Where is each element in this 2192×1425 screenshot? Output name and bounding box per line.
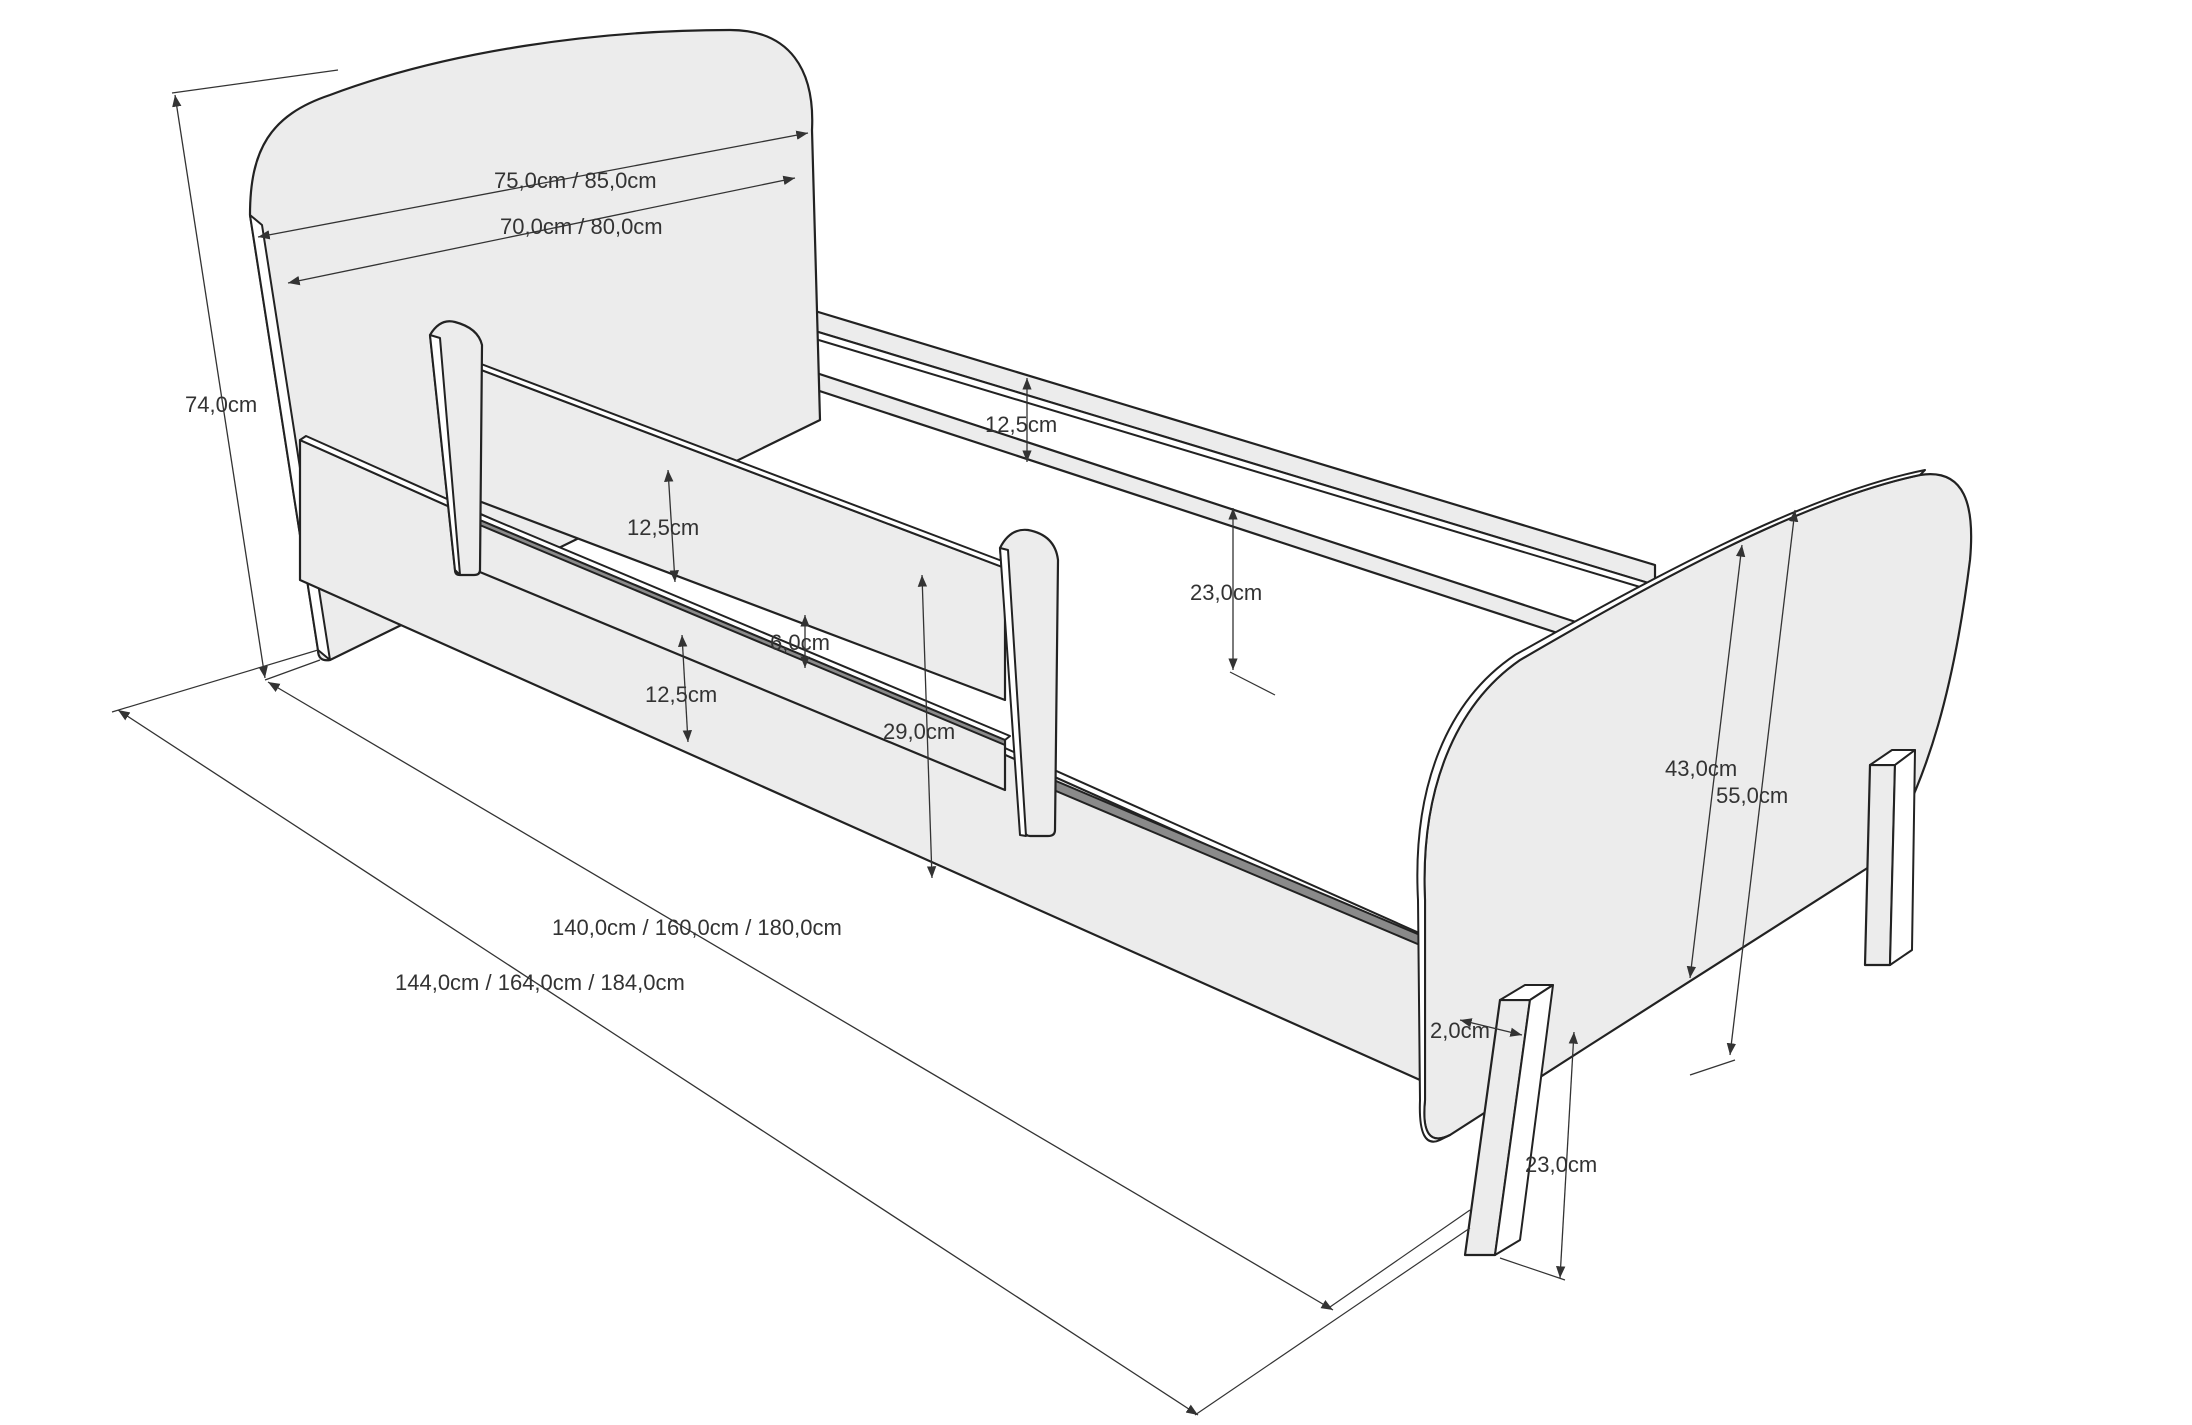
dim-outer-length-line [117,709,1199,1416]
label-headboard-inner-width: 70,0cm / 80,0cm [500,214,663,239]
dim-leg-height-line [1555,1031,1579,1279]
label-guard-gap: 6,0cm [770,630,830,655]
dim-leg-thickness-line [1459,1018,1523,1037]
label-leg-thickness: 2,0cm [1430,1018,1490,1043]
guard-post-left [428,320,484,577]
label-guard-lower-board: 12,5cm [645,682,717,707]
extension-lines [111,69,1736,1416]
label-back-rail-height: 12,5cm [985,412,1057,437]
back-side-rail [790,306,1657,644]
label-headboard-height: 74,0cm [185,392,257,417]
label-footboard-inner-height: 43,0cm [1665,756,1737,781]
label-footboard-outer-height: 55,0cm [1716,783,1788,808]
label-inner-length: 140,0cm / 160,0cm / 180,0cm [552,915,842,940]
dim-headboard-inner-width-line [287,175,796,286]
label-rail-drop: 23,0cm [1190,580,1262,605]
label-outer-length: 144,0cm / 164,0cm / 184,0cm [395,970,685,995]
leg-back [1863,749,1916,967]
dimension-labels: 75,0cm / 85,0cm 70,0cm / 80,0cm 74,0cm 1… [185,168,1788,1177]
label-leg-height: 23,0cm [1525,1152,1597,1177]
dim-guard-upper-line [664,469,679,583]
dim-headboard-height-line [172,94,268,679]
label-headboard-outer-width: 75,0cm / 85,0cm [494,168,657,193]
dim-footboard-outer-height-line [1726,509,1799,1056]
label-guard-height: 29,0cm [883,719,955,744]
leg-front [1463,984,1554,1257]
label-guard-upper-board: 12,5cm [627,515,699,540]
dimension-lines [117,94,1799,1416]
